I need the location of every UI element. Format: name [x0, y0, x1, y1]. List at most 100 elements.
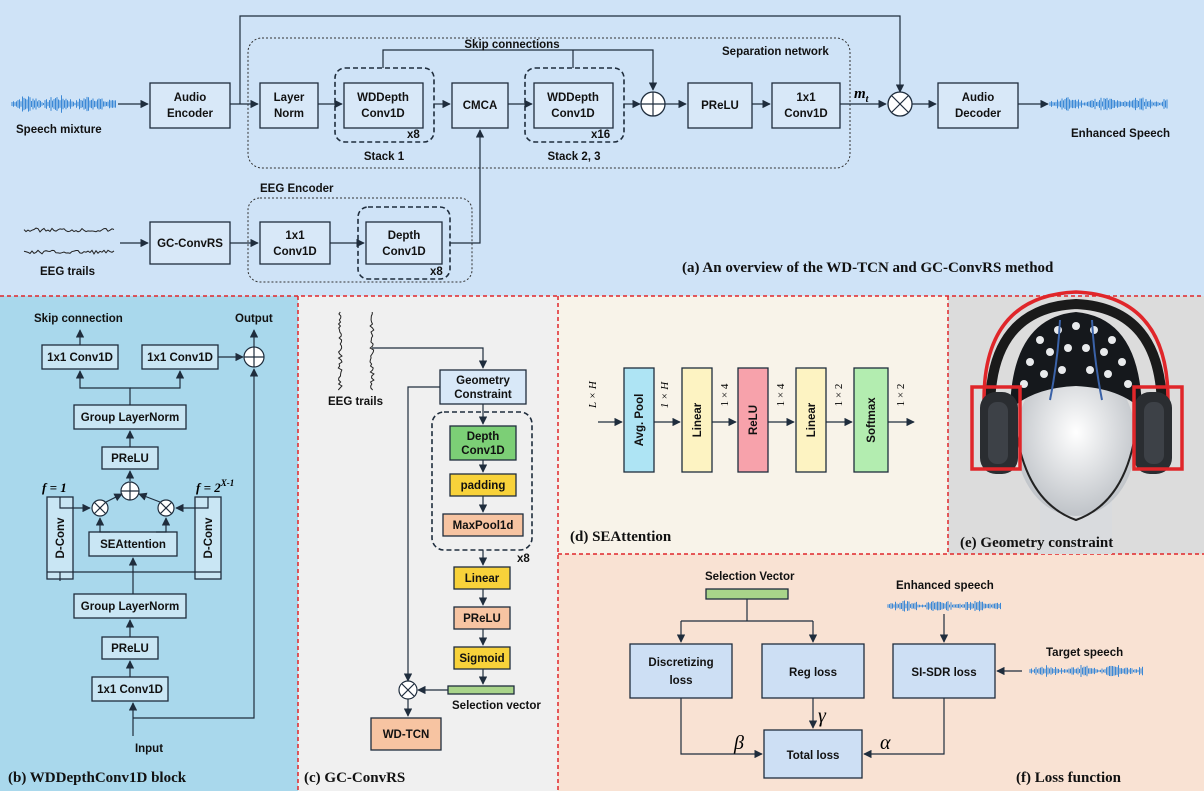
se-dim-input: L × H [587, 380, 599, 409]
group-layernorm-label-b2: Group LayerNorm [81, 601, 179, 613]
prelu-label-a: PReLU [701, 100, 739, 112]
wddepth-conv1d-box-2 [533, 82, 614, 129]
layer-norm-label-2: Norm [274, 108, 304, 120]
gamma-label: γ [818, 705, 827, 727]
conv1x1-box-a [771, 82, 841, 129]
gc-convrs-box-a [149, 221, 231, 265]
avg-pool-box [623, 367, 655, 473]
selection-vector-label-f: Selection Vector [705, 571, 795, 583]
reg-loss-box [761, 643, 865, 699]
eeg-trails-signal-a [23, 227, 115, 255]
stack23-label: Stack 2, 3 [547, 151, 600, 163]
eeg-encoder-region [247, 197, 473, 283]
panel-e: (e) Geometry constraint [960, 290, 1184, 554]
linear-box-d2 [795, 367, 827, 473]
se-dim-3: 1 × 4 [775, 383, 787, 406]
audio-decoder-label-1: Audio [962, 92, 995, 104]
maxpool-label: MaxPool1d [453, 520, 514, 532]
eeg-encoder-label: EEG Encoder [260, 183, 334, 195]
cmca-label: CMCA [463, 100, 498, 112]
maxpool-box [442, 513, 524, 537]
depth-conv-label-a2: Conv1D [382, 246, 425, 258]
linear-label-c: Linear [465, 573, 500, 585]
softmax-box [853, 367, 889, 473]
conv1x1-label-eeg2: Conv1D [273, 246, 316, 258]
audio-decoder-label-2: Decoder [955, 108, 1002, 120]
gc-loop-repeat: x8 [517, 553, 530, 565]
panel-a-caption: (a) An overview of the WD-TCN and GC-Con… [682, 260, 1054, 276]
panel-f: Selection Vector Discretizing loss Reg l… [629, 571, 1143, 786]
separation-network-label: Separation network [722, 46, 829, 58]
eeg-signal-line [23, 249, 115, 255]
eeg-trails-label-a: EEG trails [40, 266, 95, 278]
conv1x1-label-a1: 1x1 [796, 92, 816, 104]
prelu-label-b1: PReLU [111, 453, 149, 465]
output-label-b: Output [235, 313, 273, 325]
prelu-box-b2 [101, 636, 159, 660]
geometry-constraint-label-1: Geometry [456, 375, 510, 387]
conv1x1-label-eeg1: 1x1 [285, 230, 305, 242]
cmca-box [451, 82, 509, 129]
sisdr-loss-label: SI-SDR loss [911, 667, 976, 679]
layer-norm-label-1: Layer [274, 92, 305, 104]
stack23-repeat: x16 [591, 129, 610, 141]
selection-vector-bar-f [705, 588, 789, 600]
prelu-label-c: PReLU [463, 613, 501, 625]
audio-decoder-box [937, 82, 1019, 129]
depth-conv1d-box-c [449, 425, 517, 461]
total-loss-box [763, 729, 863, 779]
head-with-eeg-cap-image [970, 290, 1184, 554]
relu-label: ReLU [748, 405, 760, 435]
skip-connection-label-b: Skip connection [34, 313, 123, 325]
group-layernorm-box-b2 [73, 593, 187, 619]
enhanced-speech-label-f: Enhanced speech [896, 580, 994, 592]
stack23-region [524, 67, 625, 143]
gc-loop-region [431, 411, 533, 551]
linear-label-d1: Linear [692, 402, 704, 437]
mask-label: mt [854, 86, 870, 105]
depth-conv-label-a1: Depth [388, 230, 421, 242]
padding-label: padding [461, 480, 506, 492]
stack1-label: Stack 1 [364, 151, 405, 163]
beta-label: β [733, 732, 744, 754]
stack1-repeat: x8 [407, 129, 420, 141]
conv1x1-box-eeg [259, 221, 331, 265]
selection-vector-bar-c [447, 685, 515, 695]
audio-encoder-box [149, 82, 231, 129]
dilation-f1-label: f = 1 [42, 480, 67, 495]
eeg-trails-label-c: EEG trails [328, 396, 383, 408]
dconv-label-left: D-Conv [55, 517, 67, 558]
wddepth-conv1d-box-1 [343, 82, 424, 129]
dconv-label-right: D-Conv [203, 517, 215, 558]
se-dim-1: 1 × H [659, 381, 671, 408]
se-dim-2: 1 × 4 [719, 383, 731, 406]
group-layernorm-box-b1 [73, 404, 187, 430]
total-loss-label: Total loss [787, 750, 840, 762]
enhanced-speech-waveform-f [887, 600, 1001, 612]
linear-label-d2: Linear [806, 402, 818, 437]
seattention-label: SEAttention [100, 539, 166, 551]
wdtcn-box [370, 717, 442, 751]
depth-conv-label-c1: Depth [467, 431, 500, 443]
panel-d: L × H Avg. Pool 1 × H Linear 1 × 4 ReLU … [570, 367, 915, 545]
linear-box-d1 [681, 367, 713, 473]
conv1x1-label-b3: 1x1 Conv1D [97, 684, 163, 696]
linear-box-c [453, 566, 511, 590]
prelu-box-b1 [101, 446, 159, 470]
speech-mixture-waveform [11, 95, 116, 113]
panel-c: EEG trails Geometry Constraint Depth Con… [304, 311, 541, 786]
gc-convrs-label-a: GC-ConvRS [157, 238, 223, 250]
conv1x1-label-a2: Conv1D [784, 108, 827, 120]
sigmoid-box [453, 646, 511, 670]
sisdr-loss-box [892, 643, 996, 699]
discretizing-loss-box [629, 643, 733, 699]
wddepth-label-1a: WDDepth [357, 92, 409, 104]
audio-encoder-label-2: Encoder [167, 108, 214, 120]
relu-box [737, 367, 769, 473]
target-speech-waveform [1029, 665, 1143, 677]
audio-encoder-label-1: Audio [174, 92, 207, 104]
discretizing-label-1: Discretizing [648, 657, 713, 669]
stack1-region [334, 67, 435, 143]
panel-c-caption: (c) GC-ConvRS [304, 770, 405, 786]
